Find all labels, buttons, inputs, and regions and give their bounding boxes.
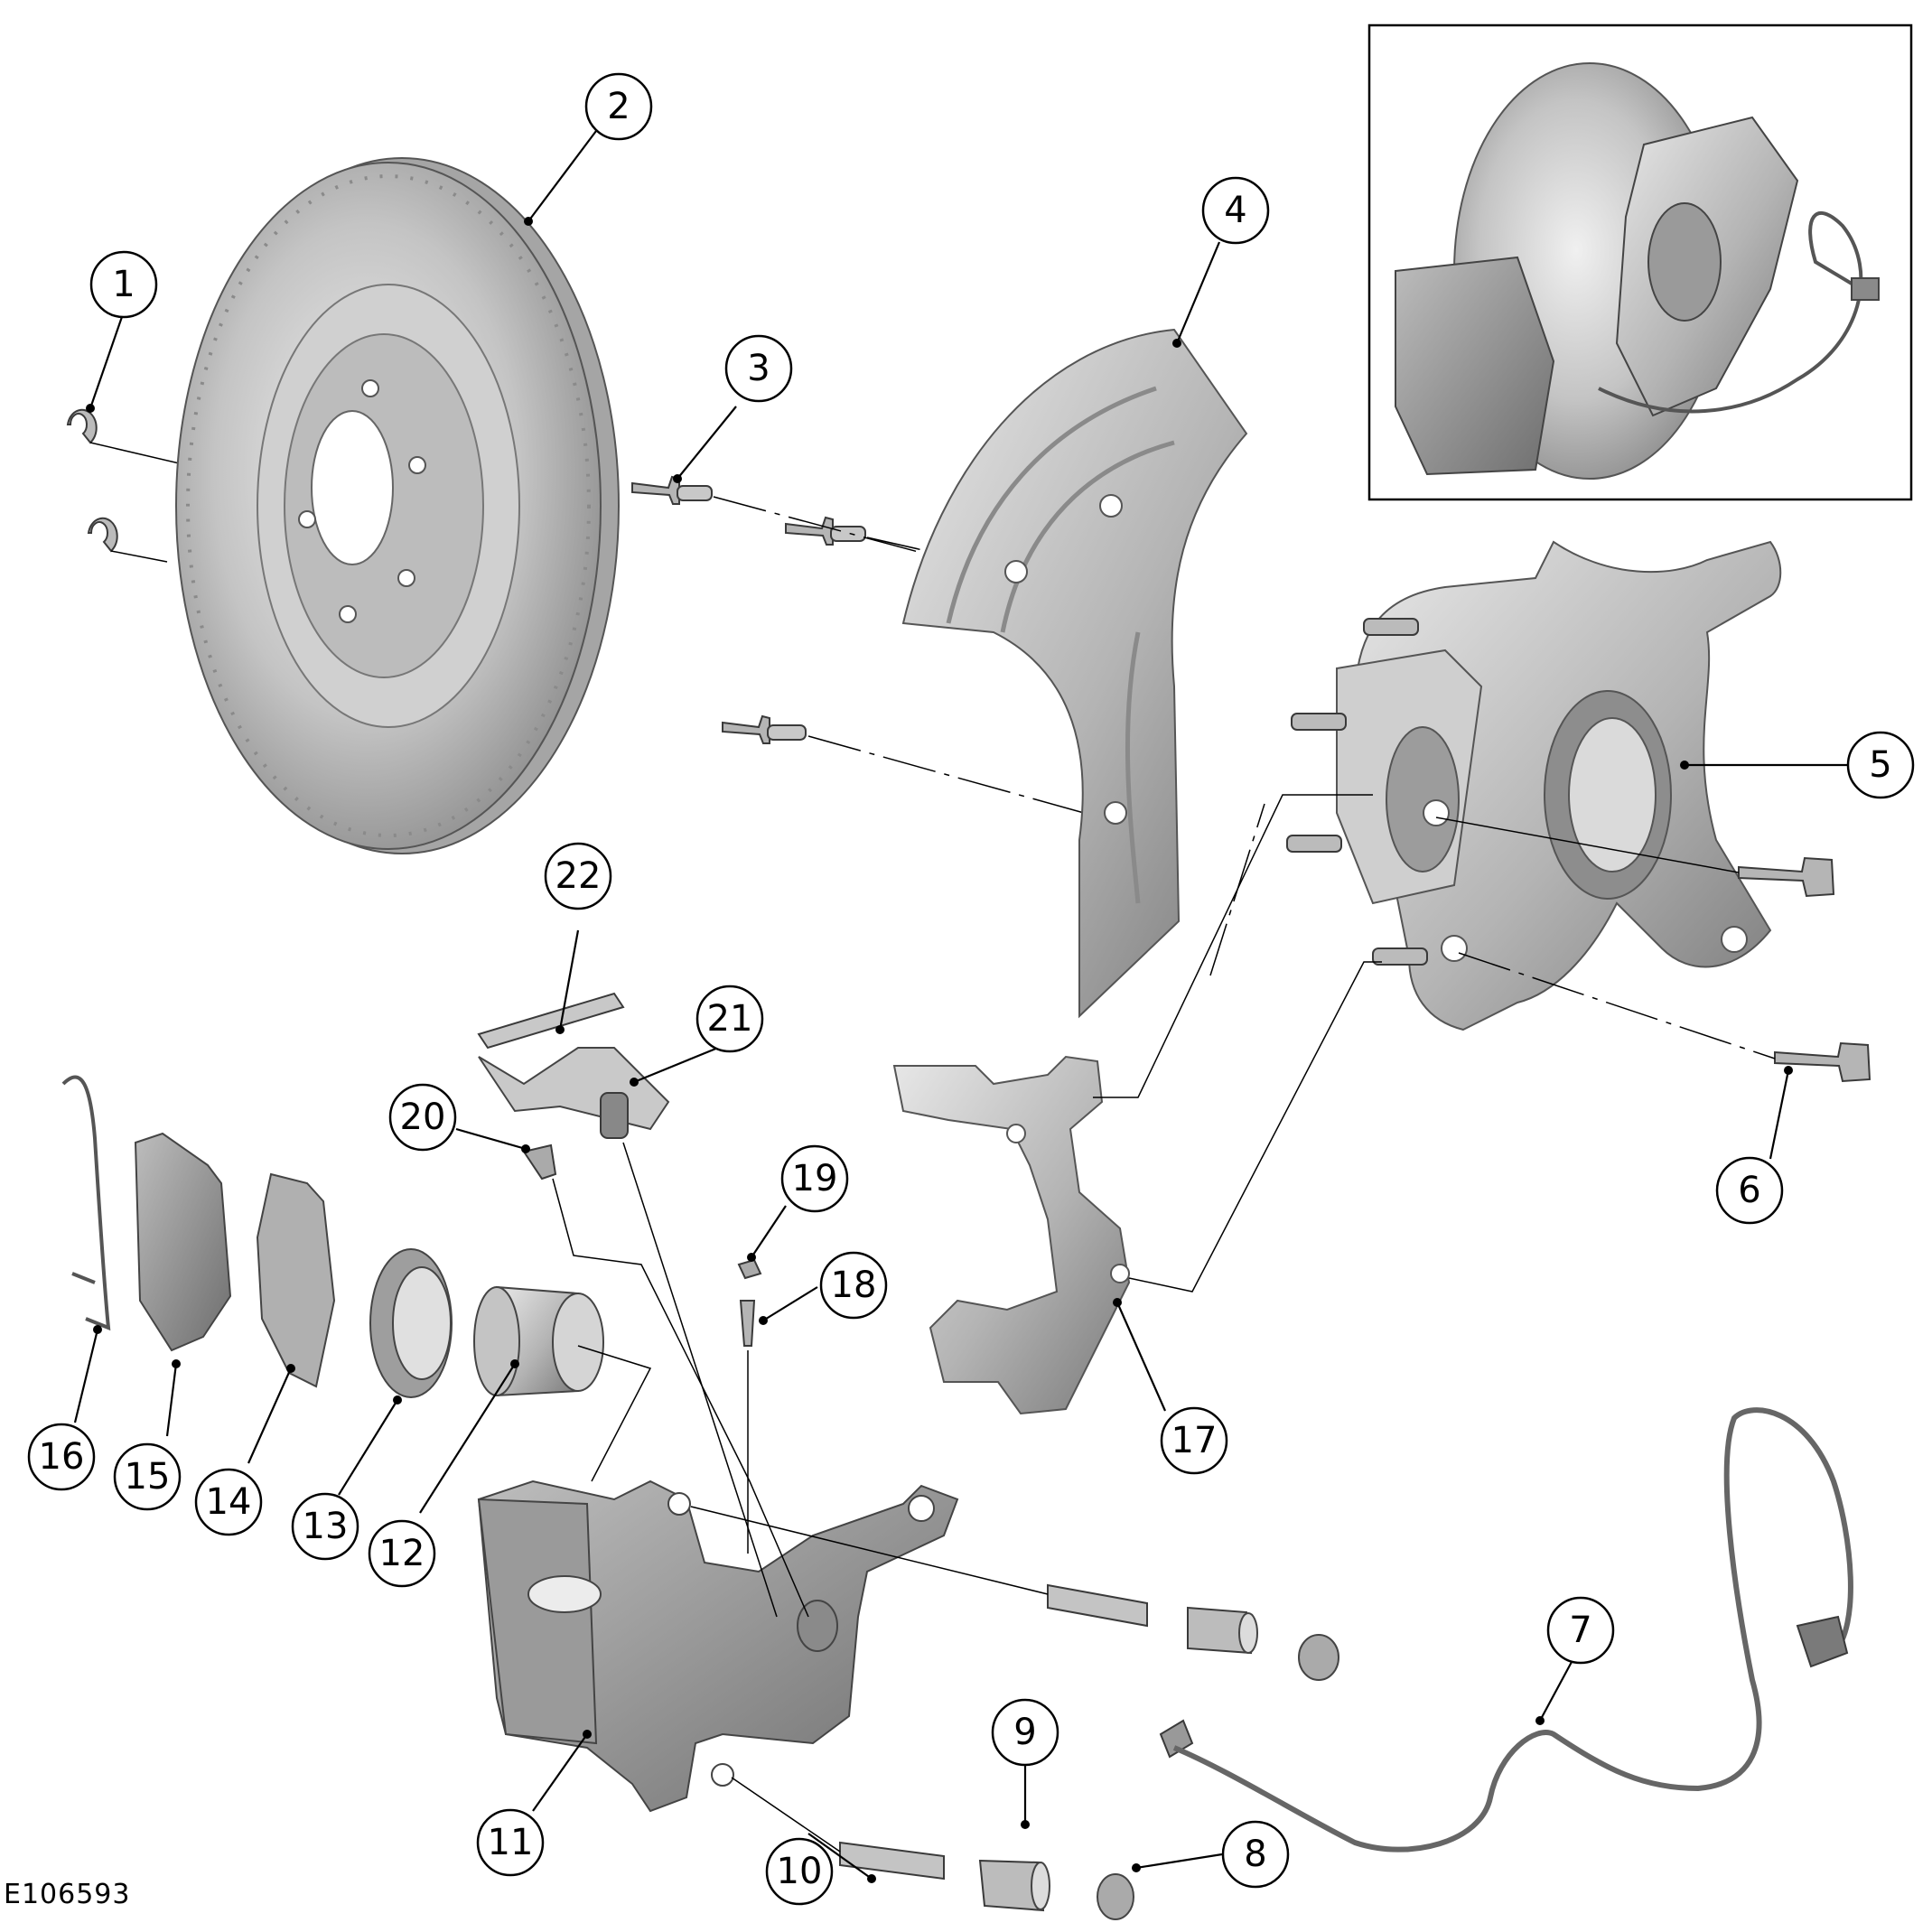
callout-21: 21 (695, 985, 764, 1053)
callout-19-label: 19 (792, 1158, 838, 1199)
part-caliper-carrier (892, 1055, 1131, 1415)
part-guide-pins-bushes (690, 1506, 1339, 1920)
callout-10-label: 10 (777, 1851, 823, 1892)
callout-3: 3 (724, 334, 793, 403)
inset-caliper (1395, 256, 1555, 476)
guide-lines (1093, 794, 1382, 1293)
part-piston-seal (369, 1248, 652, 1482)
part-small-components (477, 992, 809, 1618)
callout-12: 12 (368, 1519, 436, 1588)
callout-18: 18 (819, 1251, 888, 1320)
inset-assembly-view (1367, 23, 1913, 501)
callout-6-label: 6 (1738, 1170, 1760, 1211)
callout-18-label: 18 (831, 1265, 877, 1306)
part-brake-disc (175, 157, 620, 854)
callout-20-label: 20 (400, 1097, 446, 1138)
callout-21-label: 21 (707, 998, 753, 1040)
inset-hub (1647, 202, 1722, 322)
callout-22: 22 (544, 842, 612, 910)
callout-13: 13 (291, 1492, 359, 1561)
callout-10: 10 (765, 1837, 834, 1906)
inset-connector (1851, 277, 1880, 301)
callout-9-label: 9 (1013, 1712, 1036, 1753)
callout-2-label: 2 (607, 86, 630, 127)
callout-7-label: 7 (1569, 1610, 1591, 1651)
part-pads-clip (61, 1075, 336, 1388)
callout-3-label: 3 (747, 348, 770, 389)
callout-4-label: 4 (1224, 190, 1246, 231)
part-caliper-housing (477, 1479, 959, 1813)
callout-11: 11 (476, 1808, 545, 1877)
inset-sensor-wire (1598, 211, 1863, 414)
figure-id: E106593 (4, 1879, 131, 1910)
part-disc-shield (901, 328, 1248, 1019)
callout-12-label: 12 (379, 1533, 425, 1574)
callout-4: 4 (1201, 176, 1270, 245)
callout-20: 20 (388, 1083, 457, 1152)
part-wear-sensor (1159, 1407, 1853, 1853)
callout-5: 5 (1846, 731, 1915, 799)
callout-17-label: 17 (1171, 1420, 1218, 1461)
callout-6: 6 (1715, 1156, 1784, 1225)
callout-9: 9 (991, 1698, 1059, 1767)
callout-13-label: 13 (303, 1506, 349, 1547)
callout-15-label: 15 (125, 1456, 171, 1498)
callout-19: 19 (780, 1144, 849, 1213)
callout-11-label: 11 (488, 1822, 534, 1863)
callout-8-label: 8 (1244, 1834, 1266, 1875)
callout-2: 2 (584, 72, 653, 141)
part-shield-bolts (631, 475, 1166, 814)
leader-lines (73, 130, 1848, 1883)
callout-22-label: 22 (555, 855, 602, 897)
part-knuckle-bolts (1435, 817, 1871, 1083)
callout-5-label: 5 (1869, 744, 1891, 786)
callout-16-label: 16 (39, 1436, 85, 1478)
callout-8: 8 (1221, 1820, 1290, 1889)
callout-15: 15 (113, 1442, 182, 1511)
callout-14-label: 14 (206, 1481, 252, 1523)
part-retaining-clips (66, 408, 188, 563)
callout-17: 17 (1160, 1406, 1228, 1475)
part-knuckle-hub (1286, 540, 1782, 1031)
callout-14: 14 (194, 1468, 263, 1536)
callout-1-label: 1 (112, 264, 135, 305)
callout-1: 1 (89, 250, 158, 319)
callout-16: 16 (27, 1423, 96, 1491)
callout-7: 7 (1546, 1596, 1615, 1665)
